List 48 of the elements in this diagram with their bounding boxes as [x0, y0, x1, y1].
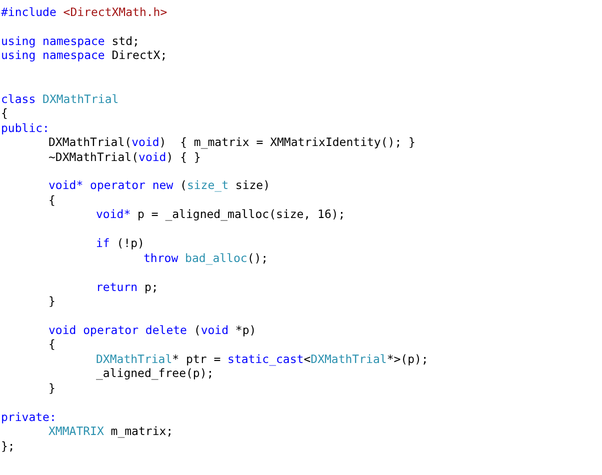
code-text: (: [194, 322, 201, 337]
code-text: };: [1, 438, 15, 452]
code-text: DirectX;: [112, 48, 168, 62]
code-text: ();: [247, 250, 268, 265]
code-text: std;: [112, 34, 140, 48]
code-text: }: [48, 380, 56, 395]
code-keyword: if: [96, 236, 110, 250]
code-type-name: size_t: [186, 178, 228, 192]
code-text: DXMathTrial(: [48, 135, 132, 150]
code-keyword: private:: [1, 410, 56, 424]
code-text: {: [48, 192, 56, 207]
code-type-name: DXMathTrial: [310, 352, 387, 366]
code-text: }: [48, 294, 56, 308]
code-text: *p): [235, 322, 256, 337]
code-text: _aligned_free(p);: [96, 366, 214, 380]
code-text: {: [48, 337, 56, 352]
code-text: * ptr =: [172, 352, 221, 366]
code-text: {: [1, 106, 8, 120]
code-keyword: #include: [1, 5, 56, 19]
code-text: ) { m_matrix = XMMatrixIdentity(); }: [159, 135, 416, 150]
code-keyword: public:: [1, 120, 50, 135]
code-keyword: void* operator new: [48, 178, 174, 192]
code-text: ~DXMathTrial(: [48, 150, 139, 164]
code-type-name: DXMathTrial: [96, 352, 172, 366]
code-keyword: using namespace: [1, 48, 105, 62]
code-type-name: XMMATRIX: [48, 424, 104, 438]
code-type-name: DXMathTrial: [42, 92, 119, 106]
code-text: ) { }: [166, 150, 201, 164]
code-keyword: void*: [96, 207, 131, 222]
code-keyword: class: [1, 92, 36, 106]
code-text: size): [235, 178, 270, 192]
code-keyword: return: [96, 280, 138, 294]
code-text: m_matrix;: [110, 424, 174, 438]
code-keyword: void: [200, 322, 229, 337]
code-text: p;: [144, 280, 158, 294]
code-text: p = _aligned_malloc(size, 16);: [138, 207, 346, 222]
code-text: <: [304, 352, 311, 366]
code-text: (: [180, 178, 187, 192]
code-keyword: void: [132, 135, 160, 150]
code-keyword: void operator delete: [48, 322, 187, 337]
code-string: <DirectXMath.h>: [63, 5, 168, 19]
code-keyword: throw: [144, 250, 178, 265]
code-text: *>(p);: [386, 352, 428, 366]
code-type-name: bad_alloc: [185, 250, 248, 265]
code-keyword: static_cast: [228, 352, 304, 366]
code-keyword: void: [138, 150, 166, 164]
code-keyword: using namespace: [1, 34, 105, 48]
code-text: (!p): [116, 236, 144, 250]
